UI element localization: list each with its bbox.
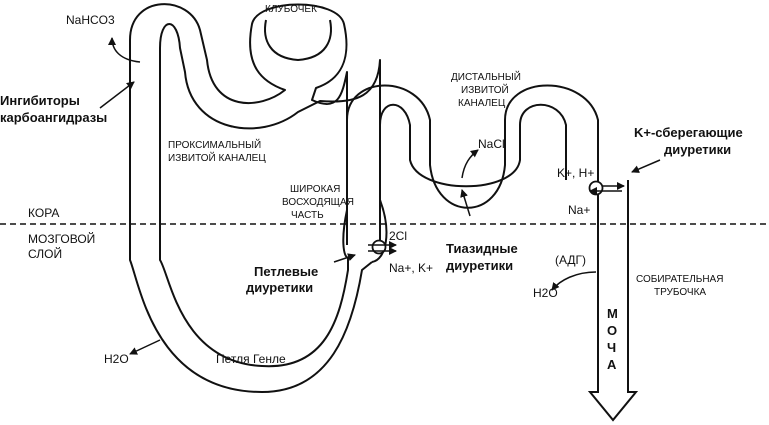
- proximal-label-line1: ПРОКСИМАЛЬНЫЙ: [168, 138, 261, 151]
- glomerulus-capsule: [264, 19, 332, 62]
- loop-henle-outer: [129, 245, 373, 394]
- h2o-loop-arrow: [129, 339, 161, 355]
- thiazide-line1: Тиазидные: [446, 241, 518, 256]
- tubule-inner-wall: [159, 23, 388, 263]
- urine-arrow-head: [587, 370, 639, 422]
- h2o-collecting-arrow: [551, 271, 597, 291]
- enac-transporter-icon: [588, 180, 604, 196]
- medulla-label-line1: МОЗГОВОЙ: [28, 231, 95, 246]
- proximal-label-line2: ИЗВИТОЙ КАНАЛЕЦ: [168, 151, 266, 164]
- medulla-label-line2: СЛОЙ: [28, 246, 62, 261]
- nahco3-label: NaHCO3: [66, 13, 115, 27]
- collecting-duct-label-line1: СОБИРАТЕЛЬНАЯ: [636, 274, 723, 285]
- nahco3-arrow: [108, 37, 141, 63]
- ca-inhibitors-line2: карбоангидразы: [0, 110, 107, 125]
- h2o-loop-label: H2O: [104, 352, 129, 366]
- loop-henle-label: Петля Генле: [216, 352, 286, 366]
- ca-inhibitor-arrow: [99, 81, 135, 109]
- collecting-duct-label-line2: ТРУБОЧКА: [654, 287, 706, 298]
- k-sparing-arrow: [631, 159, 661, 173]
- distal-label-line1: ДИСТАЛЬНЫЙ: [451, 70, 521, 83]
- distal-tubule-outer: [346, 84, 599, 245]
- distal-label-line2: ИЗВИТОЙ: [461, 83, 509, 96]
- ascending-label-line1: ШИРОКАЯ: [290, 184, 340, 195]
- k-sparing-line1: K+-сберегающие: [634, 125, 743, 140]
- h2o-collecting-label: H2O: [533, 286, 558, 300]
- urine-letter-2: О: [607, 323, 617, 338]
- ascending-label-line3: ЧАСТЬ: [291, 210, 324, 221]
- tubule-outer-wall: [129, 3, 349, 259]
- glomerulus-label: КЛУБОЧЕК: [265, 4, 317, 15]
- two-cl-label: 2Cl: [389, 229, 407, 243]
- urine-letter-1: М: [607, 306, 618, 321]
- nacl-label: NaCl: [478, 137, 505, 151]
- loop-diuretic-arrow: [333, 253, 356, 263]
- distal-label-line3: КАНАЛЕЦ: [458, 98, 506, 109]
- na-collecting-label: Na+: [568, 203, 590, 217]
- cortex-label: КОРА: [28, 206, 59, 220]
- thiazide-line2: диуретики: [446, 258, 513, 273]
- urine-letter-3: Ч: [607, 340, 616, 355]
- k-sparing-line2: диуретики: [664, 142, 731, 157]
- thiazide-arrow: [460, 189, 471, 217]
- adh-label: (АДГ): [555, 253, 586, 267]
- distal-tubule-inner: [379, 103, 567, 245]
- loop-diuretics-line1: Петлевые: [254, 264, 318, 279]
- ca-inhibitors-line1: Ингибиторы: [0, 93, 80, 108]
- ascending-label-line2: ВОСХОДЯЩАЯ: [282, 197, 354, 208]
- loop-diuretics-line2: диуретики: [246, 280, 313, 295]
- kh-label: K+, H+: [557, 166, 594, 180]
- urine-letter-4: А: [607, 357, 617, 372]
- na-k-label: Na+, K+: [389, 261, 433, 275]
- nacl-arrow: [461, 149, 479, 179]
- loop-henle-inner: [159, 245, 349, 368]
